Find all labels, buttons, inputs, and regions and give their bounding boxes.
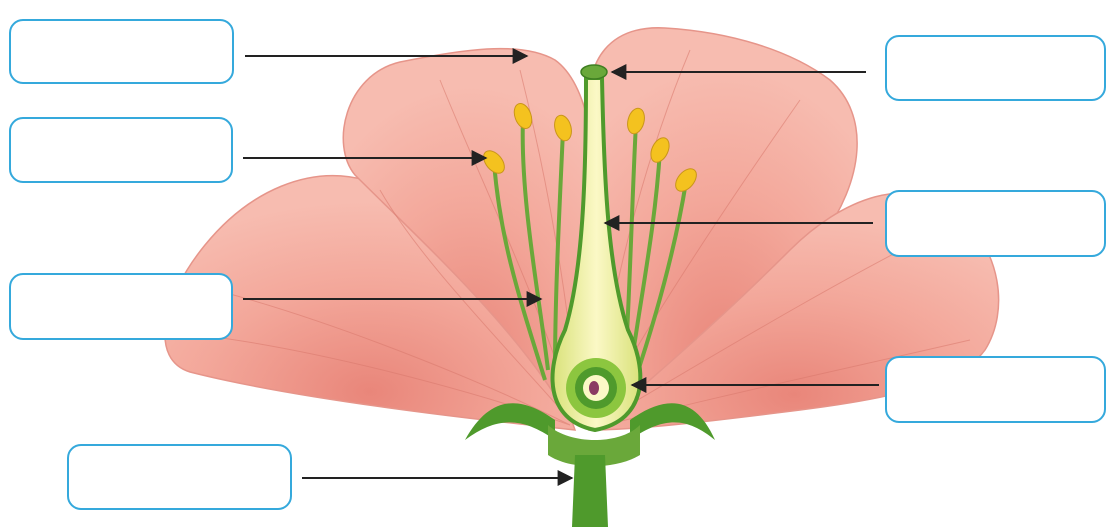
ovule	[589, 381, 599, 395]
label-box-ovary[interactable]	[885, 356, 1106, 423]
label-box-stigma[interactable]	[885, 35, 1106, 101]
stigma	[581, 65, 607, 79]
label-box-anther[interactable]	[9, 117, 233, 183]
label-box-stem[interactable]	[67, 444, 292, 510]
ovary	[566, 358, 626, 418]
stem	[572, 455, 608, 527]
label-box-petal[interactable]	[9, 19, 234, 84]
label-box-filament[interactable]	[9, 273, 233, 340]
label-box-style[interactable]	[885, 190, 1106, 257]
